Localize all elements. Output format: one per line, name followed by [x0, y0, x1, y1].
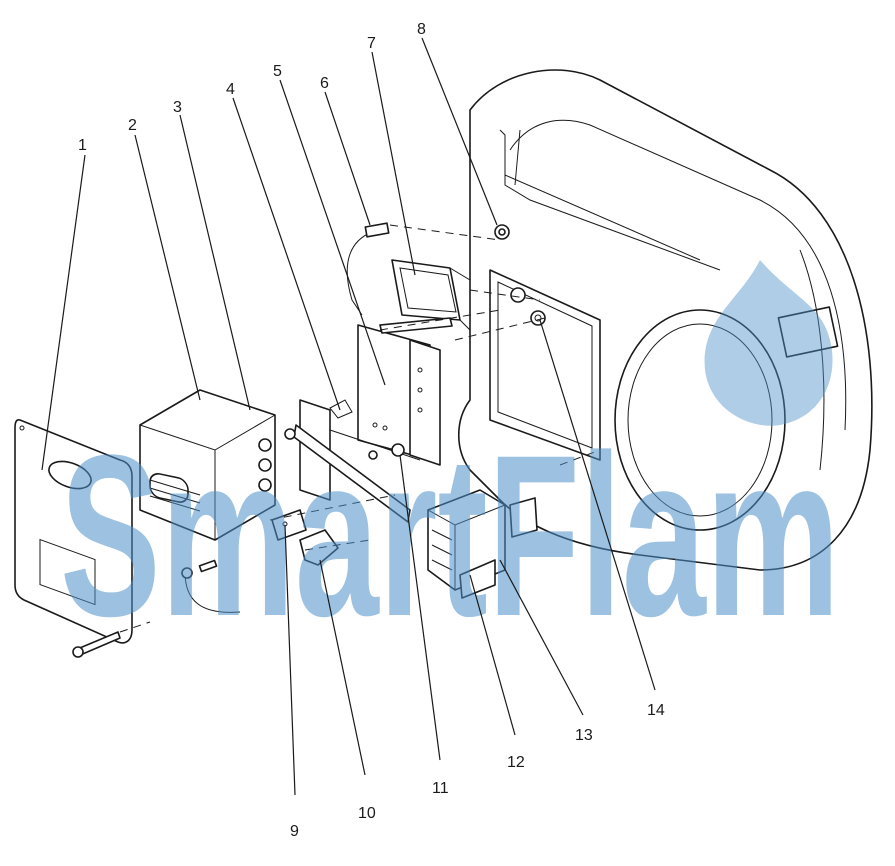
screw-bottom-left [72, 631, 121, 658]
callout-1: 1 [78, 137, 87, 154]
part-1-cover-plate [14, 418, 133, 644]
callout-12: 12 [507, 754, 525, 771]
part-8-nut [494, 224, 510, 240]
callout-labels: 1 2 3 4 5 6 7 8 9 10 11 12 13 14 [78, 21, 665, 840]
callout-8: 8 [417, 21, 426, 38]
callout-13: 13 [575, 727, 593, 744]
part-14-bushing [510, 287, 546, 326]
part-7-ignition-transformer [379, 259, 471, 334]
callout-14: 14 [647, 702, 665, 719]
callout-7: 7 [367, 35, 376, 52]
callout-9: 9 [290, 823, 299, 840]
callout-2: 2 [128, 117, 137, 134]
flame-logo-icon [704, 260, 833, 426]
part-12-13-contactor [427, 489, 538, 599]
ground-wire [181, 559, 241, 613]
watermark-text: SmartFlam [60, 407, 840, 664]
assembly-lines [119, 224, 601, 633]
callout-3: 3 [173, 99, 182, 116]
callout-4: 4 [226, 81, 235, 98]
part-6-cable [346, 222, 390, 316]
callout-5: 5 [273, 63, 282, 80]
part-11-fitting [368, 443, 405, 460]
leader-lines [41, 37, 656, 796]
callout-11: 11 [432, 780, 449, 797]
burner-housing [458, 69, 873, 571]
callout-10: 10 [358, 805, 376, 822]
callout-6: 6 [320, 75, 329, 92]
part-2-3-control-unit [139, 389, 276, 541]
